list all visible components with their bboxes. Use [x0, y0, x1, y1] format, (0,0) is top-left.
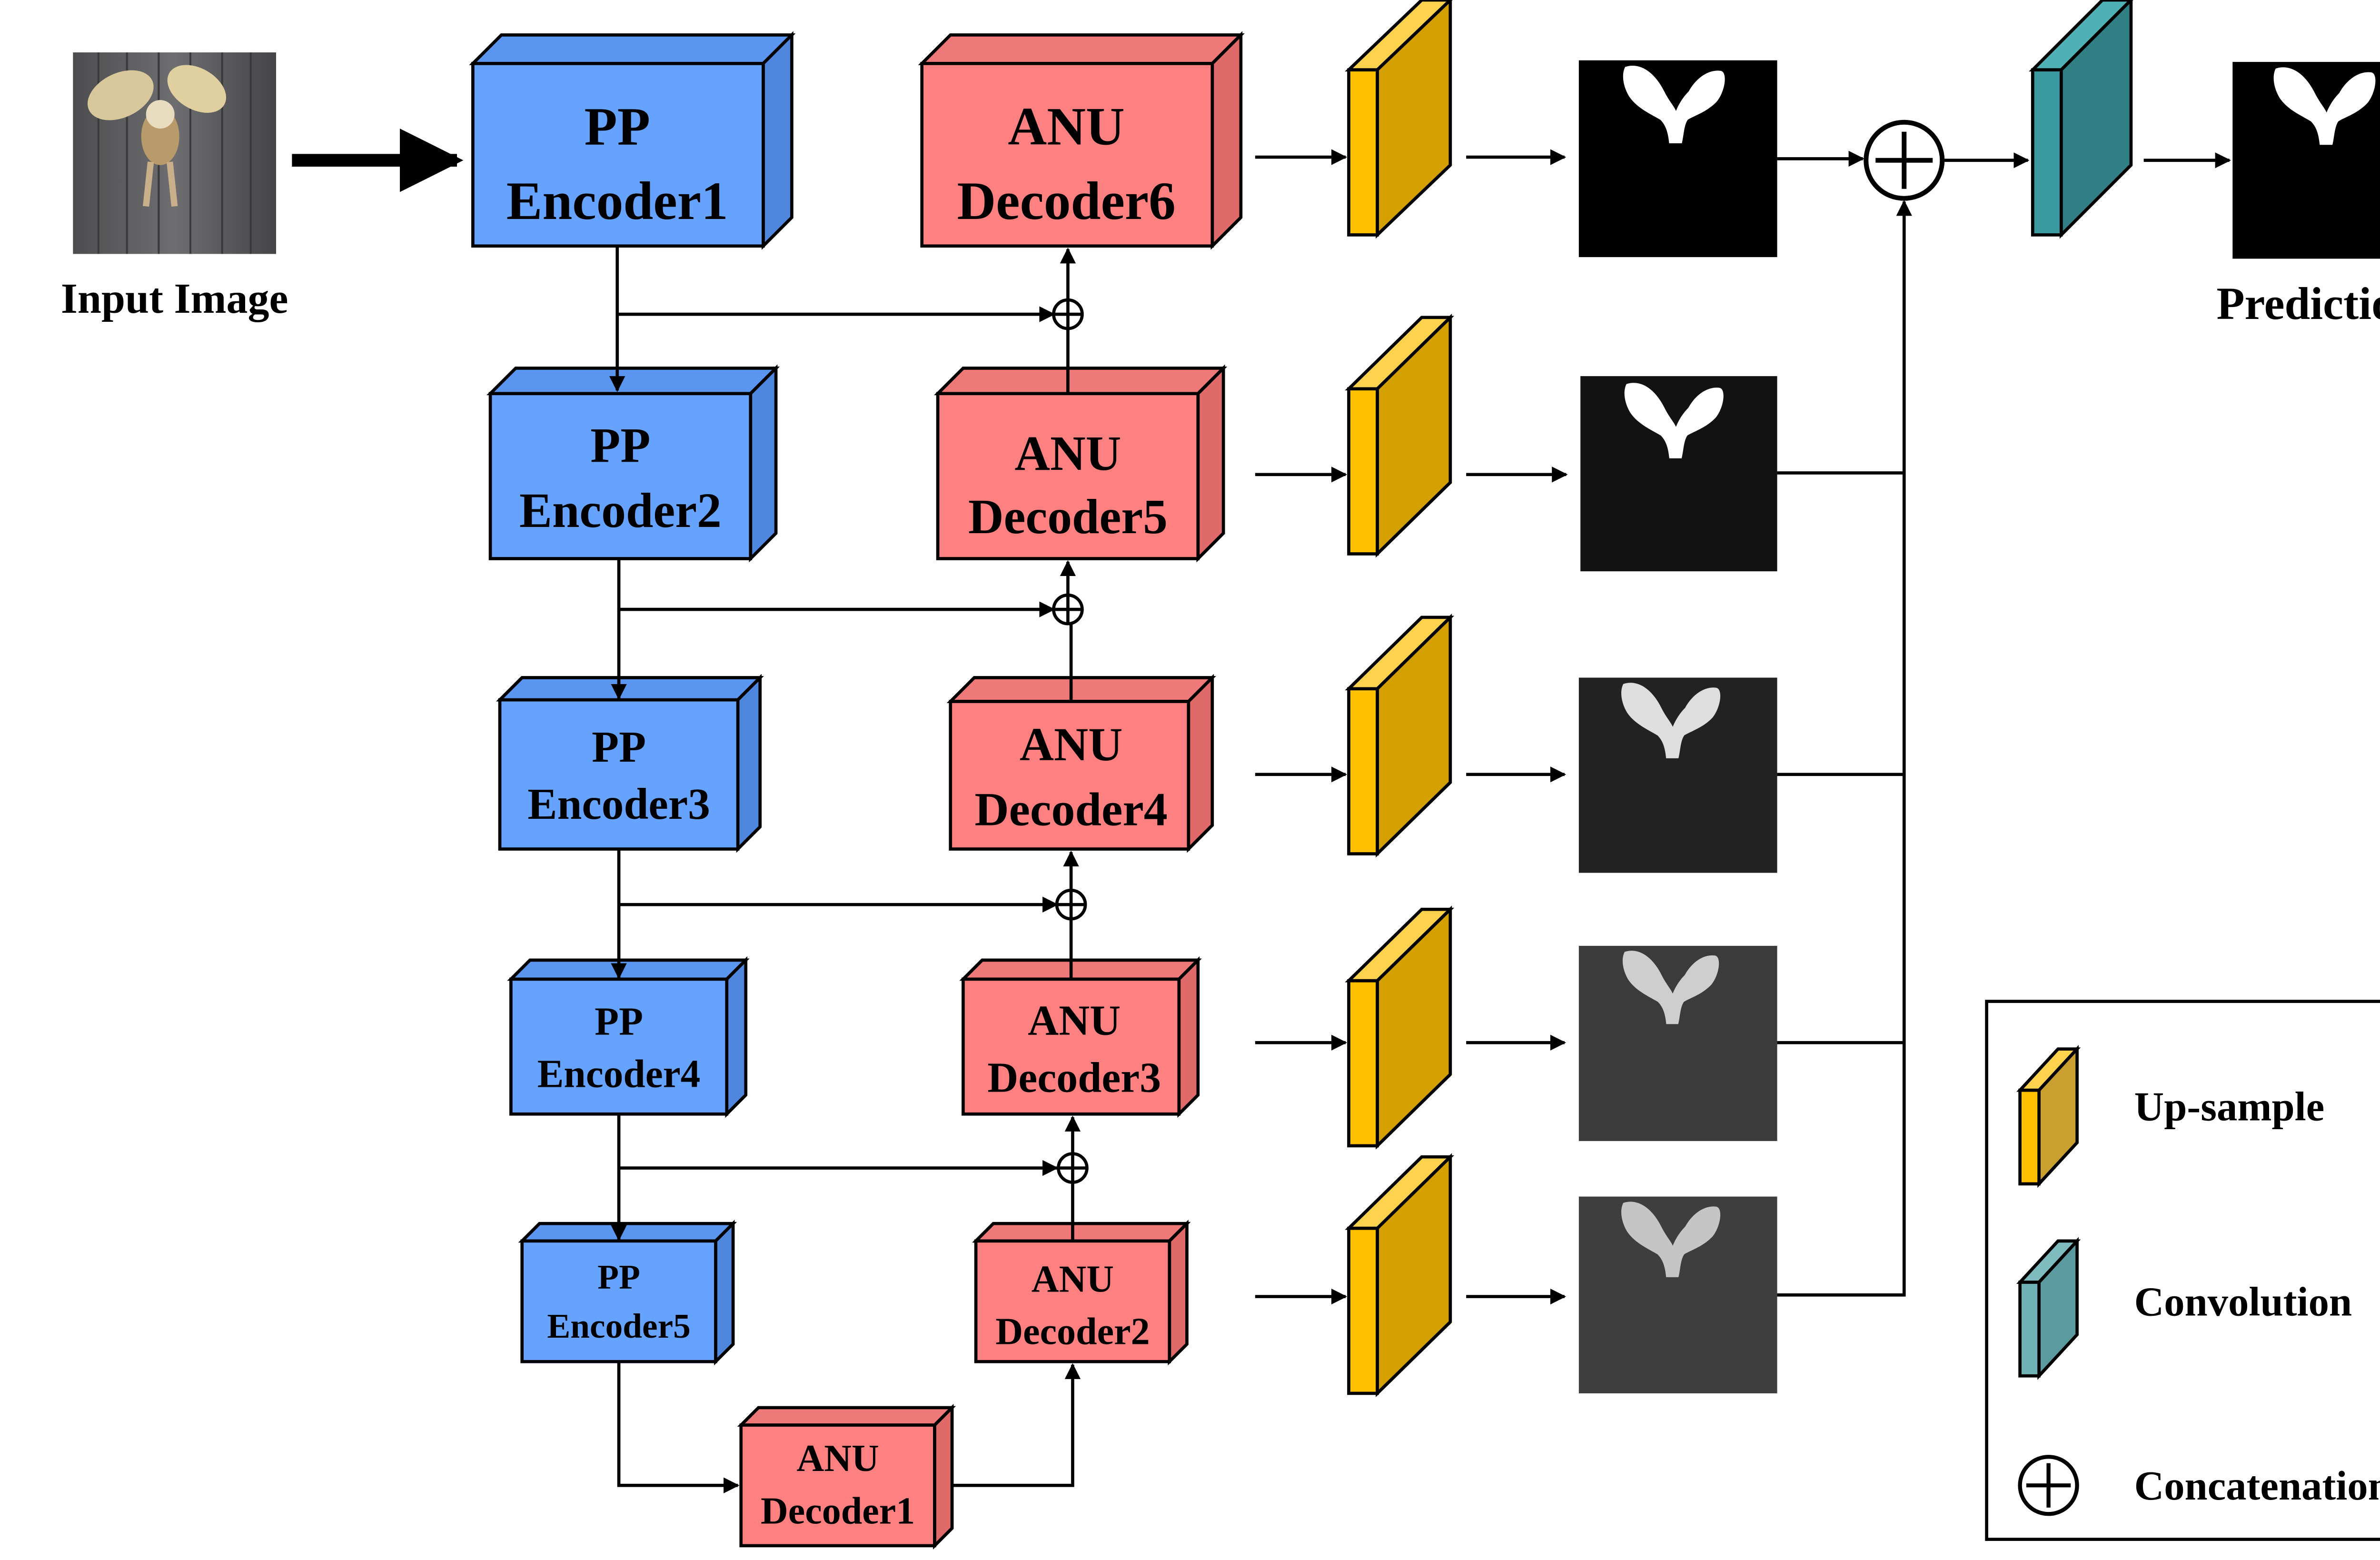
- saliency-map-2: [1580, 376, 1777, 572]
- encoder-3-line1: PP: [592, 723, 646, 772]
- encoder-2-line2: Encoder2: [519, 484, 722, 538]
- encoder-5-line1: PP: [597, 1258, 640, 1296]
- decoder-6-line1: ANU: [1008, 96, 1125, 156]
- encoder-chain-arrows: [609, 246, 1081, 1493]
- legend-concatenation-icon: [2018, 1455, 2079, 1516]
- saliency-map-1: [1578, 60, 1777, 258]
- legend-concatenation-label: Concatenation: [2134, 1463, 2380, 1509]
- encoder-block-3: PP Encoder3: [496, 674, 764, 853]
- skip-connections: [617, 248, 1081, 1241]
- encoder-3-line2: Encoder3: [527, 780, 710, 829]
- concat-node-2: [1052, 593, 1084, 626]
- concat-node-3: [1055, 888, 1087, 921]
- encoder-4-line1: PP: [595, 1000, 643, 1044]
- decoder-3-line2: Decoder3: [987, 1054, 1161, 1102]
- saliency-map-3: [1578, 677, 1777, 873]
- upsample-to-map-arrows: [1466, 149, 1568, 1305]
- encoder-block-2: PP Encoder2: [486, 364, 780, 563]
- legend-convolution-label: Convolution: [2134, 1279, 2352, 1325]
- encoder-block-1: PP Encoder1: [469, 31, 796, 250]
- upsample-block-3: [1345, 613, 1455, 858]
- decoder-block-5: ANU Decoder5: [934, 364, 1228, 563]
- decoder-5-line1: ANU: [1015, 427, 1121, 481]
- decoder-block-3: ANU Decoder3: [959, 956, 1202, 1118]
- decoder-5-line2: Decoder5: [968, 490, 1168, 544]
- concat-node-1: [1052, 298, 1084, 330]
- decoder-1-line2: Decoder1: [761, 1490, 915, 1532]
- legend-convolution-icon: [2016, 1237, 2081, 1380]
- decoder-block-1: ANU Decoder1: [737, 1403, 956, 1550]
- prediction-map: [2232, 62, 2380, 259]
- upsample-block-5: [1345, 1153, 1455, 1397]
- input-image-label: Input Image: [61, 275, 288, 322]
- encoder-block-4: PP Encoder4: [507, 956, 750, 1118]
- upsample-block-1: [1345, 0, 1453, 239]
- upsample-block-2: [1345, 313, 1455, 558]
- decoder-2-line2: Decoder2: [995, 1311, 1150, 1353]
- upsample-block-4: [1345, 905, 1455, 1150]
- decoder-2-line1: ANU: [1031, 1259, 1114, 1301]
- decoder-to-upsample-arrows: [1255, 149, 1348, 1305]
- owl-figure: [88, 65, 227, 207]
- decoder-block-6: ANU Decoder6: [918, 31, 1245, 250]
- saliency-map-5: [1578, 1196, 1777, 1393]
- decoder-4-line2: Decoder4: [974, 783, 1167, 836]
- legend: Up-sample Convolution Concatenation: [1985, 1000, 2380, 1541]
- decoder-block-2: ANU Decoder2: [972, 1220, 1191, 1366]
- prediction-label: Prediction: [2216, 278, 2380, 329]
- map-to-fusion-lines: [1777, 150, 1912, 1297]
- legend-upsample-icon: [2016, 1045, 2081, 1188]
- decoder-6-line2: Decoder6: [957, 171, 1175, 231]
- decoder-block-4: ANU Decoder4: [946, 674, 1216, 853]
- decoder-3-line1: ANU: [1028, 997, 1121, 1044]
- encoder-block-5: PP Encoder5: [518, 1220, 737, 1366]
- convolution-block: [2029, 0, 2133, 239]
- encoder-1-line1: PP: [585, 96, 650, 156]
- saliency-map-4: [1578, 945, 1777, 1141]
- encoder-2-line1: PP: [590, 418, 650, 473]
- encoder-5-line2: Encoder5: [547, 1307, 690, 1345]
- encoder-4-line2: Encoder4: [537, 1053, 701, 1096]
- input-image: [73, 52, 277, 254]
- encoder-1-line2: Encoder1: [506, 171, 728, 231]
- concat-node-4: [1057, 1152, 1089, 1184]
- legend-upsample-label: Up-sample: [2134, 1084, 2325, 1130]
- decoder-4-line1: ANU: [1020, 718, 1123, 771]
- fusion-concat-node: [1864, 119, 1945, 201]
- decoder-1-line1: ANU: [796, 1438, 879, 1480]
